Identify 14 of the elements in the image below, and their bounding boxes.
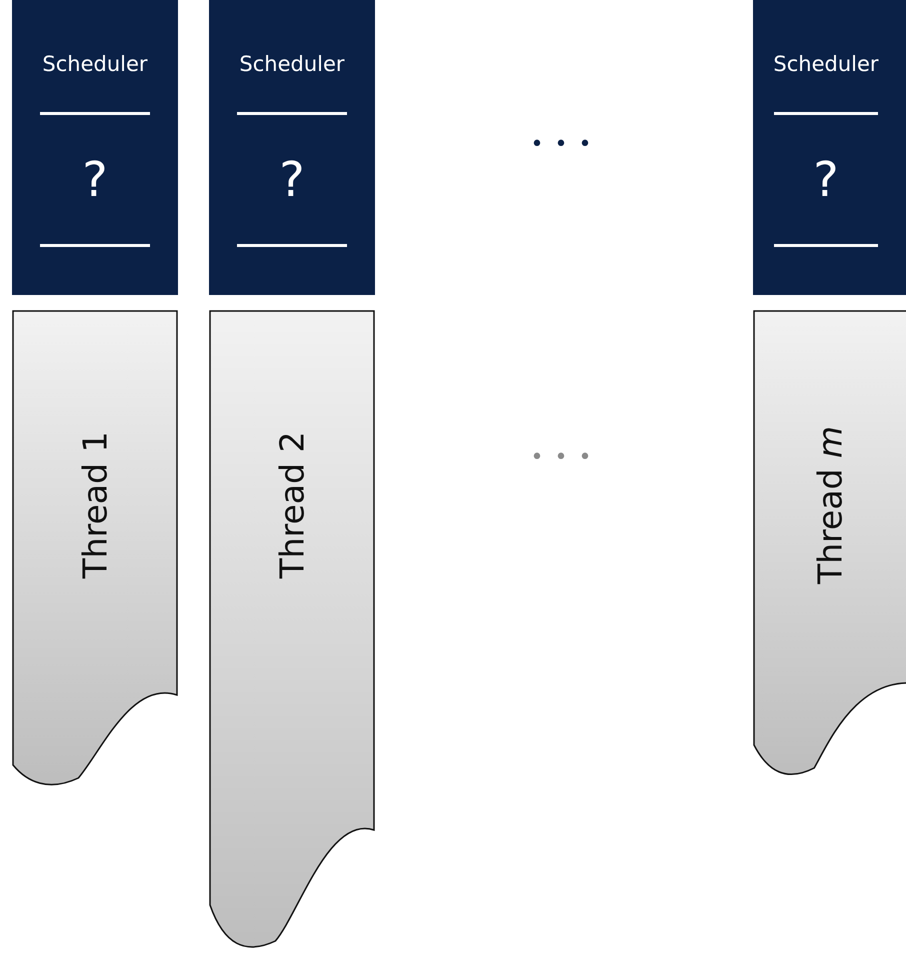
question-mark: ? [812,151,840,210]
ellipsis: • • • [530,445,594,470]
scheduler-label: Scheduler [238,52,346,76]
scheduler-label: Scheduler [41,52,149,76]
thread-label: Thread 2 [272,432,312,578]
scheduler-label: Scheduler [772,52,880,76]
scheduler-box [12,0,178,295]
question-mark: ? [278,151,306,210]
thread-label: Thread m [810,426,849,584]
scheduler-box [209,0,375,295]
scheduler-box [753,0,906,295]
ellipsis: • • • [530,132,594,157]
thread-label: Thread 1 [76,432,114,578]
question-mark: ? [81,151,109,210]
